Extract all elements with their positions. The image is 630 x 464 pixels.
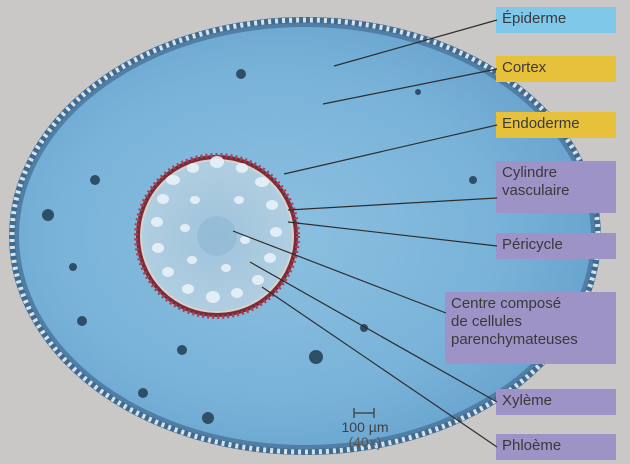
label-centre-line-1: Centre composé [451,295,610,313]
label-xyleme: Xylème [496,389,616,415]
label-xyleme-text: Xylème [502,392,610,410]
label-cylindre-line-2: vasculaire [502,182,610,200]
scale-bar-magnification: (40×) [324,435,406,450]
scale-bar: 100 µm (40×) [324,420,406,450]
label-phloeme-text: Phloème [502,437,610,455]
label-endoderme: Endoderme [496,112,616,138]
label-pericycle: Péricycle [496,233,616,259]
label-cylindre-line-1: Cylindre [502,164,610,182]
label-pericycle-text: Péricycle [502,236,610,254]
label-epiderme-text: Épiderme [502,10,610,28]
label-cortex-text: Cortex [502,59,610,77]
label-cortex: Cortex [496,56,616,82]
label-centre-line-3: parenchymateuses [451,331,610,349]
label-phloeme: Phloème [496,434,616,460]
label-endoderme-text: Endoderme [502,115,610,133]
central-parenchyma [197,216,237,256]
label-epiderme: Épiderme [496,7,616,33]
label-centre: Centre composé de cellules parenchymateu… [445,292,616,364]
label-centre-line-2: de cellules [451,313,610,331]
label-cylindre-vasculaire: Cylindre vasculaire [496,161,616,213]
scale-bar-length: 100 µm [324,420,406,435]
